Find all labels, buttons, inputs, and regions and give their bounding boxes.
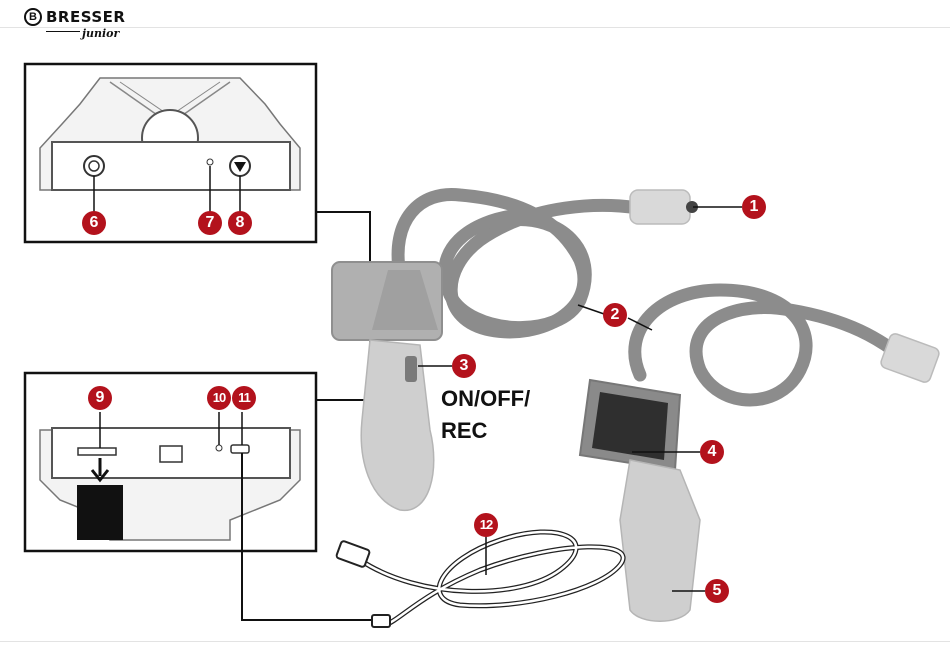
- marker-3: 3: [452, 354, 476, 378]
- marker-1: 1: [742, 195, 766, 219]
- caption-line-1: ON/OFF/: [441, 383, 530, 415]
- marker-11: 11: [232, 386, 256, 410]
- footer-divider: [0, 641, 950, 642]
- bottom-view-detail-box: [25, 373, 316, 551]
- marker-7: 7: [198, 211, 222, 235]
- on-off-rec-caption: ON/OFF/ REC: [441, 383, 530, 447]
- endoscope-camera-right: [578, 207, 941, 621]
- marker-8: 8: [228, 211, 252, 235]
- marker-9: 9: [88, 386, 112, 410]
- usb-cable: [336, 532, 623, 627]
- marker-4: 4: [700, 440, 724, 464]
- marker-6: 6: [82, 211, 106, 235]
- marker-10: 10: [207, 386, 231, 410]
- marker-2: 2: [603, 303, 627, 327]
- caption-line-2: REC: [441, 415, 530, 447]
- top-view-detail-box: [25, 64, 316, 242]
- marker-5: 5: [705, 579, 729, 603]
- marker-12: 12: [474, 513, 498, 537]
